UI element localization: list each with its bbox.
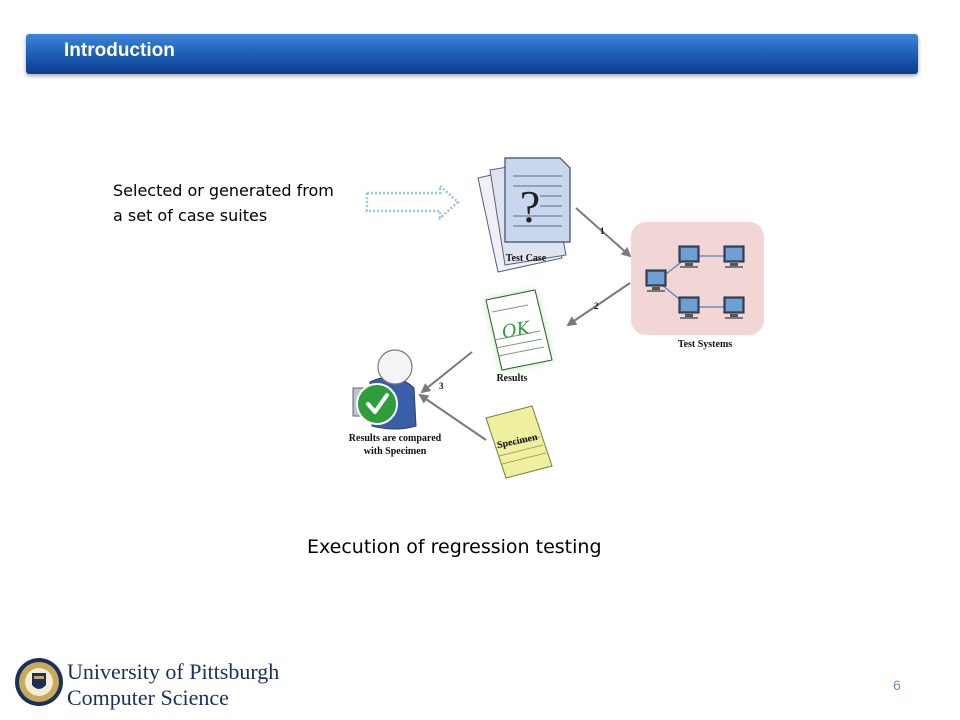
- dotted-arrow-icon: [365, 183, 460, 221]
- page-number: 6: [893, 677, 901, 693]
- step-2-label: 2: [594, 301, 599, 311]
- question-mark-symbol: ?: [520, 181, 540, 232]
- arrow-results-to-person: [420, 351, 473, 394]
- source-note-line-1: Selected or generated from: [113, 181, 334, 200]
- step-3-label: 3: [439, 381, 444, 391]
- person-caption-line-2: with Specimen: [364, 446, 427, 457]
- check-icon: [356, 383, 398, 425]
- diagram-caption: Execution of regression testing: [307, 536, 602, 558]
- title-bar: Introduction: [26, 34, 918, 74]
- step-1-label: 1: [600, 226, 605, 236]
- arrow-step-2: [566, 282, 631, 327]
- source-note: Selected or generated from a set of case…: [113, 178, 373, 228]
- test-case-label: Test Case: [506, 253, 547, 264]
- footer-branding: University of Pittsburgh Computer Scienc…: [67, 659, 279, 711]
- arrow-step-1: [575, 207, 632, 258]
- computer-icon: [723, 245, 745, 268]
- results-ok-stamp: OK: [500, 317, 533, 343]
- results-label: Results: [496, 373, 527, 384]
- university-name: University of Pittsburgh: [67, 659, 280, 684]
- person-caption-line-1: Results are compared: [349, 433, 442, 444]
- slide-title: Introduction: [64, 40, 175, 61]
- computer-icon: [678, 245, 700, 268]
- university-seal-icon: [15, 658, 63, 706]
- results-document-icon: [485, 289, 553, 371]
- computer-icon: [723, 296, 745, 319]
- source-note-line-2: a set of case suites: [113, 206, 268, 225]
- test-case-document-icon: [477, 157, 571, 273]
- test-systems-label: Test Systems: [678, 339, 732, 350]
- specimen-document-icon: [485, 405, 553, 479]
- department-name: Computer Science: [67, 685, 229, 710]
- arrow-specimen-to-person: [418, 393, 487, 441]
- computer-icon: [645, 269, 667, 292]
- computer-icon: [678, 296, 700, 319]
